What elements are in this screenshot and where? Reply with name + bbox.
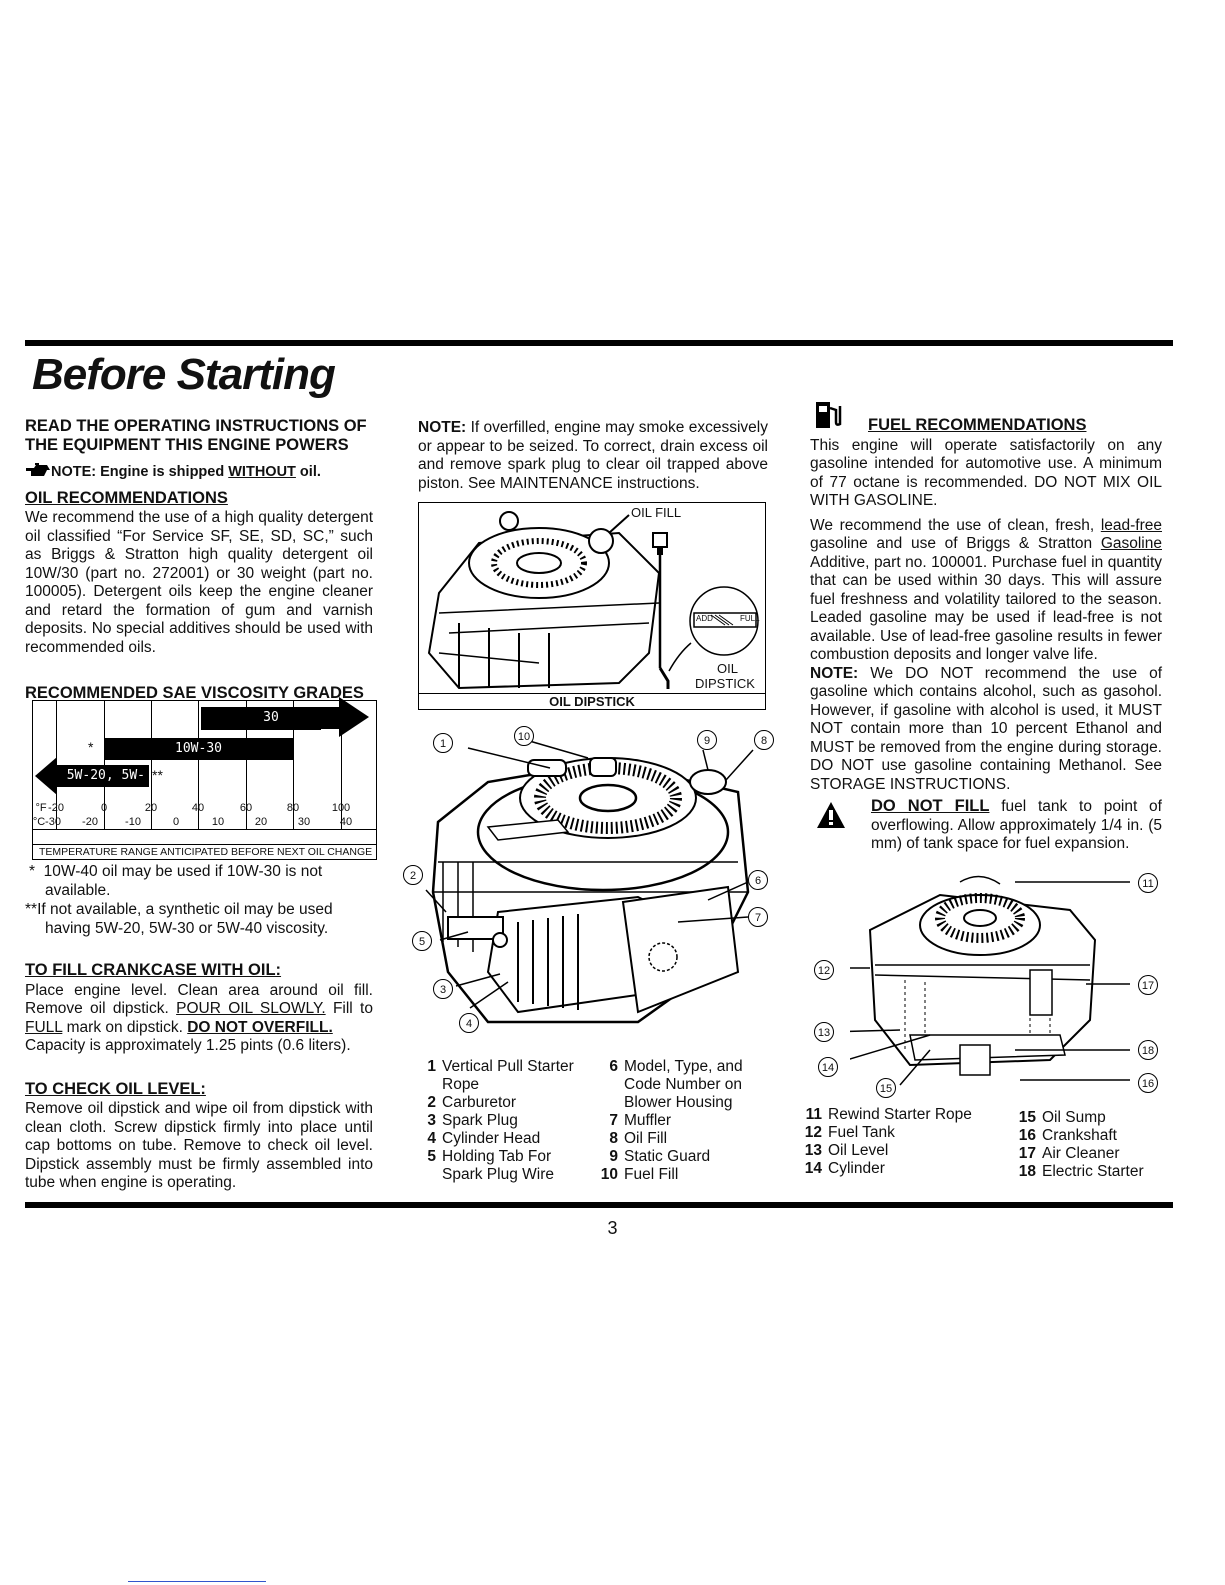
fuel-paragraph-1: This engine will operate satisfactorily …	[810, 436, 1162, 510]
warning-icon	[817, 802, 845, 828]
callout-10: 10	[514, 726, 534, 746]
engine-parts-illustration	[425, 739, 754, 1024]
engine-top-illustration	[427, 511, 759, 690]
callout-2: 2	[403, 865, 423, 885]
left-column: READ THE OPERATING INSTRUCTIONS OF THE E…	[25, 417, 373, 703]
callout-6: 6	[748, 870, 768, 890]
grade-5w-bar: 5W-20, 5W-30	[53, 765, 149, 805]
fuel-recommendations-heading: FUEL RECOMMENDATIONS	[868, 416, 1087, 434]
footnote-1: * 10W-40 oil may be used if 10W-30 is no…	[29, 863, 323, 899]
callout-18: 18	[1138, 1040, 1158, 1060]
check-oil-text: Remove oil dipstick and wipe oil from di…	[25, 1100, 373, 1191]
callout-7: 7	[748, 907, 768, 927]
arrow-right-icon	[339, 697, 369, 737]
page-number: 3	[607, 1218, 618, 1238]
engine-side-illustration	[850, 875, 1130, 1086]
alcohol-note: NOTE: We DO NOT recommend the use of gas…	[810, 664, 1162, 793]
callout-1: 1	[433, 733, 453, 753]
oil-recommendations-text: We recommend the use of a high quality d…	[25, 509, 373, 656]
check-oil-heading: TO CHECK OIL LEVEL:	[25, 1079, 206, 1098]
oil-fill-label: OIL FILL	[631, 505, 682, 520]
callout-17: 17	[1138, 975, 1158, 995]
viscosity-caption: TEMPERATURE RANGE ANTICIPATED BEFORE NEX…	[39, 846, 373, 858]
operating-instructions-heading: READ THE OPERATING INSTRUCTIONS OF THE E…	[25, 417, 367, 454]
callout-13: 13	[814, 1022, 834, 1042]
callout-16: 16	[1138, 1073, 1158, 1093]
fuel-paragraph-2: We recommend the use of clean, fresh, le…	[810, 516, 1162, 664]
oil-label: OIL	[717, 661, 738, 676]
grade-30-bar: 30	[201, 707, 341, 729]
callout-4: 4	[459, 1013, 479, 1033]
dipstick-label: DIPSTICK	[695, 676, 755, 691]
overflow-warning: DO NOT FILL fuel tank to point of overfl…	[810, 797, 1162, 854]
fuel-pump-icon	[816, 402, 842, 428]
full-mark-label: FULL	[740, 614, 760, 623]
footnote-star-marker: *	[88, 739, 94, 755]
fill-crankcase-heading: TO FILL CRANKCASE WITH OIL:	[25, 961, 282, 979]
viscosity-heading: RECOMMENDED SAE VISCOSITY GRADES	[25, 684, 364, 702]
right-column: FUEL RECOMMENDATIONS This engine will op…	[810, 416, 1162, 854]
callout-12: 12	[814, 960, 834, 980]
top-rule	[25, 340, 1173, 346]
callout-5: 5	[412, 931, 432, 951]
callout-9: 9	[697, 730, 717, 750]
left-column-lower: * 10W-40 oil may be used if 10W-30 is no…	[25, 863, 373, 1193]
shipped-note: NOTE: Engine is shipped WITHOUT oil.	[25, 462, 373, 482]
callout-8: 8	[754, 730, 774, 750]
callout-15: 15	[876, 1078, 896, 1098]
overfill-note: NOTE: If overfilled, engine may smoke ex…	[418, 419, 768, 492]
bottom-rule	[25, 1202, 1173, 1208]
footnote-double-star-marker: **	[152, 767, 163, 783]
callout-3: 3	[433, 979, 453, 999]
oil-dipstick-figure: OIL FILL ADD FULL OIL DIPSTICK OIL DIPST…	[418, 502, 766, 710]
page-title: Before Starting	[32, 350, 336, 399]
arrow-left-icon	[35, 757, 57, 795]
oil-dipstick-caption: OIL DIPSTICK	[549, 694, 635, 709]
callout-14: 14	[818, 1057, 838, 1077]
grade-10w30-bar: 10W-30	[104, 738, 293, 760]
oil-recommendations-heading: OIL RECOMMENDATIONS	[25, 488, 228, 507]
add-mark-label: ADD	[696, 614, 713, 623]
viscosity-chart: 30 10W-30 * 5W-20, 5W-30 ** °F -20 0 20 …	[32, 697, 377, 860]
callout-11: 11	[1138, 873, 1158, 893]
bottom-link-line	[128, 1581, 266, 1582]
fill-crankcase-text: Place engine level. Clean area around oi…	[25, 981, 373, 1055]
oil-can-icon	[26, 463, 50, 476]
footnote-2: **If not available, a synthetic oil may …	[25, 901, 333, 937]
